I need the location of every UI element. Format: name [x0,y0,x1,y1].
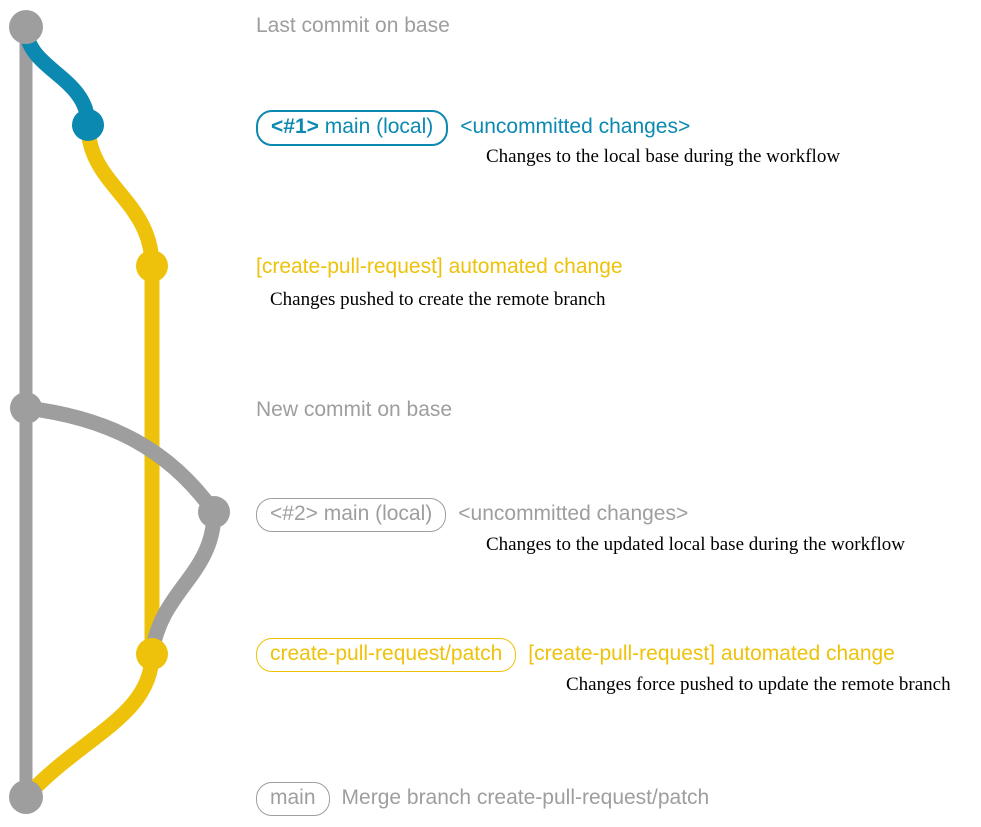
ref-pill-label: main (local) [317,502,433,525]
commit-row-automated-change-2: create-pull-request/patch [create-pull-r… [256,638,895,672]
commit-subject-automated-change-2: [create-pull-request] automated change [528,642,895,665]
commit-subject-local-main-2: <uncommitted changes> [458,502,689,525]
ref-pill-label: main (local) [318,115,434,138]
commit-subject-new-commit-on-base: New commit on base [256,398,453,421]
ref-pill-main[interactable]: main [256,782,330,816]
commit-subject-merge: Merge branch create-pull-request/patch [341,786,710,809]
commit-note-local-main-1: Changes to the local base during the wor… [486,146,841,167]
ref-pill-local-main-1[interactable]: <#1> main (local) [256,110,449,146]
ref-pill-number: <#1> [271,115,319,138]
commit-note-automated-change-1: Changes pushed to create the remote bran… [270,289,606,310]
commit-row-local-main-2: <#2> main (local) <uncommitted changes> [256,498,688,532]
ref-pill-number: <#2> [270,502,318,525]
commit-row-local-main-1: <#1> main (local) <uncommitted changes> [256,110,690,146]
ref-pill-label: create-pull-request/patch [270,642,503,665]
ref-pill-label: main [270,786,316,809]
ref-pill-local-main-2[interactable]: <#2> main (local) [256,498,447,532]
commit-subject-automated-change-1: [create-pull-request] automated change [256,255,623,278]
commit-subject-local-main-1: <uncommitted changes> [460,115,691,138]
commit-note-local-main-2: Changes to the updated local base during… [486,534,905,555]
commit-note-automated-change-2: Changes force pushed to update the remot… [566,674,951,695]
commit-subject-last-commit-on-base: Last commit on base [256,14,450,37]
ref-pill-create-pull-request-patch[interactable]: create-pull-request/patch [256,638,517,672]
commit-row-merge: main Merge branch create-pull-request/pa… [256,782,709,816]
